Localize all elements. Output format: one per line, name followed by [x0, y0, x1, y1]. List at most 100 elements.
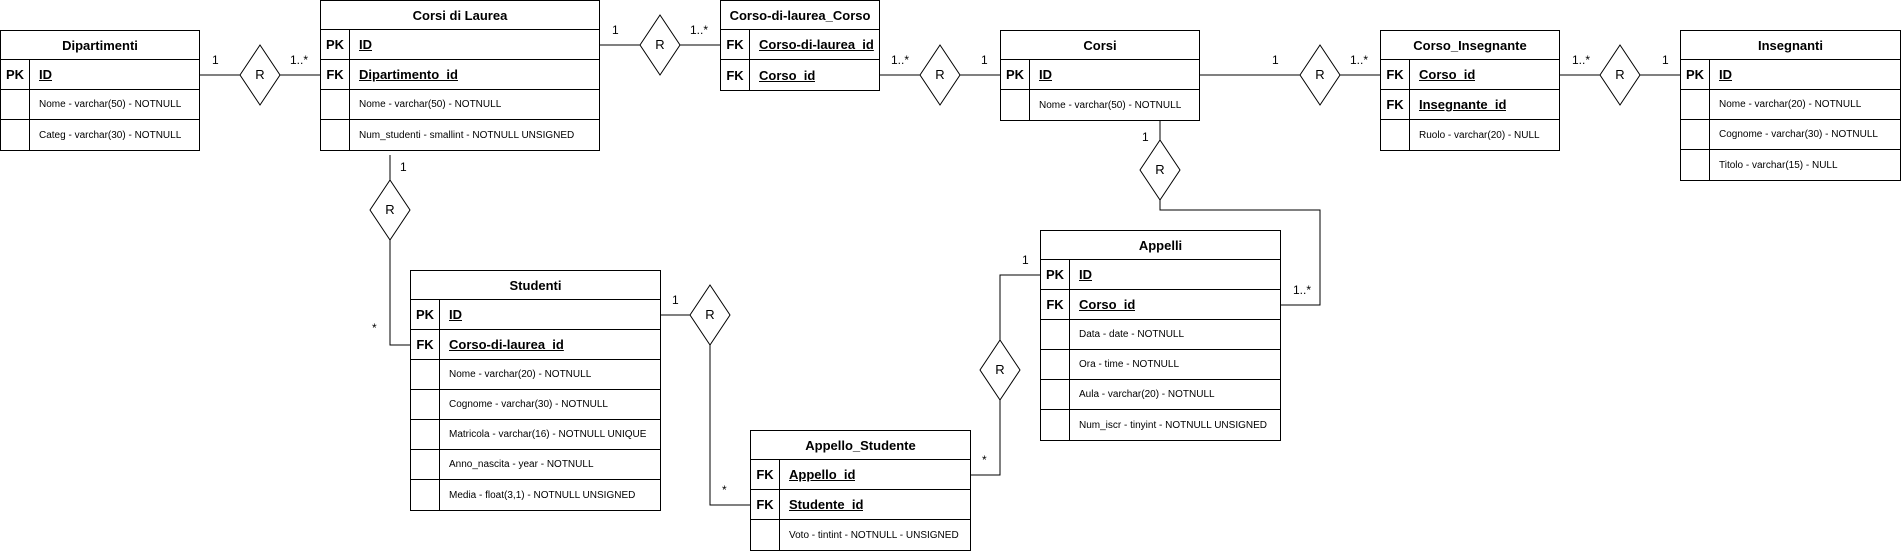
attribute-row: Cognome - varchar(30) - NOTNULL [411, 390, 660, 420]
key-field-name: Corso_id [1079, 297, 1136, 312]
key-type-cell: FK [1381, 90, 1410, 119]
cardinality-label: 1..* [1350, 53, 1369, 67]
attribute-definition: Titolo - varchar(15) - NULL [1719, 159, 1838, 171]
relationship-diamond[interactable] [1299, 44, 1341, 106]
attribute-row: Titolo - varchar(15) - NULL [1681, 150, 1900, 180]
key-field-row: PK ID [1, 60, 199, 90]
cardinality-label: 1..* [690, 23, 709, 37]
key-type-cell: FK [751, 460, 780, 489]
relationship-diamond[interactable] [1599, 44, 1641, 106]
attribute-definition: Matricola - varchar(16) - NOTNULL UNIQUE [449, 429, 647, 440]
key-type-cell [411, 480, 440, 510]
key-field-row: PK ID [321, 30, 599, 60]
attribute-definition: Num_iscr - tinyint - NOTNULL UNSIGNED [1079, 419, 1267, 431]
key-type-cell: FK [321, 60, 350, 89]
key-field-row: PK ID [411, 300, 660, 330]
key-field-name: ID [1719, 67, 1732, 82]
key-type-cell: PK [1, 60, 30, 89]
table-title: Corsi [1001, 31, 1199, 60]
attribute-row: Ora - time - NOTNULL [1041, 350, 1280, 380]
relationship-diamond[interactable] [239, 44, 281, 106]
relationship-diamond[interactable] [369, 179, 411, 241]
attribute-row: Num_studenti - smallint - NOTNULL UNSIGN… [321, 120, 599, 150]
key-field-name: Insegnante_id [1419, 97, 1507, 112]
relationship-label: R [655, 37, 665, 52]
table-title: Studenti [411, 271, 660, 300]
attribute-row: Num_iscr - tinyint - NOTNULL UNSIGNED [1041, 410, 1280, 440]
key-type-cell [1681, 150, 1710, 180]
key-field-name: Studente_id [789, 497, 864, 512]
key-field-name: Dipartimento_id [359, 67, 458, 82]
relationship-label: R [1615, 67, 1625, 82]
cardinality-label: * [722, 483, 727, 497]
key-field-name: ID [1039, 67, 1052, 82]
attribute-definition: Nome - varchar(20) - NOTNULL [1719, 99, 1862, 110]
cardinality-label: 1..* [1572, 53, 1591, 67]
relationship-diamond[interactable] [639, 14, 681, 76]
key-field-row: FK Insegnante_id [1381, 90, 1559, 120]
table-title: Corso_Insegnante [1381, 31, 1559, 60]
attribute-row: Matricola - varchar(16) - NOTNULL UNIQUE [411, 420, 660, 450]
relationship-diamond[interactable] [689, 284, 731, 346]
key-type-cell [1681, 90, 1710, 119]
relationship-label: R [1155, 162, 1165, 177]
table-title: Corso-di-laurea_Corso [721, 1, 879, 30]
key-type-cell [321, 90, 350, 119]
table-title: Appelli [1041, 231, 1280, 260]
key-type-cell [411, 450, 440, 479]
key-field-name: Corso_id [1419, 67, 1476, 82]
key-type-cell [1041, 380, 1070, 409]
key-field-name: ID [39, 67, 52, 82]
key-field-row: PK ID [1041, 260, 1280, 290]
key-type-cell [1681, 120, 1710, 149]
relationship-label: R [385, 202, 395, 217]
key-type-cell: PK [321, 30, 350, 59]
attribute-row: Nome - varchar(50) - NOTNULL [1, 90, 199, 120]
attribute-row: Media - float(3,1) - NOTNULL UNSIGNED [411, 480, 660, 510]
attribute-row: Anno_nascita - year - NOTNULL [411, 450, 660, 480]
cardinality-label: 1 [1142, 130, 1149, 144]
table-title: Appello_Studente [751, 431, 970, 460]
relationship-label: R [935, 67, 945, 82]
key-type-cell [1, 120, 30, 150]
attribute-definition: Cognome - varchar(30) - NOTNULL [1719, 129, 1878, 140]
cardinality-label: 1 [1272, 53, 1279, 67]
attribute-definition: Voto - tintint - NOTNULL - UNSIGNED [789, 529, 959, 541]
key-type-cell [411, 360, 440, 389]
key-field-name: ID [359, 37, 372, 52]
key-type-cell [411, 420, 440, 449]
key-type-cell: PK [411, 300, 440, 329]
key-field-name: ID [1079, 267, 1092, 282]
attribute-definition: Aula - varchar(20) - NOTNULL [1079, 389, 1215, 400]
relationship-diamond[interactable] [1139, 139, 1181, 201]
key-type-cell [1381, 120, 1410, 150]
key-type-cell: PK [1041, 260, 1070, 289]
attribute-definition: Nome - varchar(50) - NOTNULL [359, 99, 502, 110]
key-type-cell [411, 390, 440, 419]
connector-line [661, 314, 750, 506]
cardinality-label: 1 [1662, 53, 1669, 67]
relationship-diamond[interactable] [919, 44, 961, 106]
attribute-definition: Ora - time - NOTNULL [1079, 359, 1180, 370]
attribute-definition: Data - date - NOTNULL [1079, 329, 1185, 340]
relationship-diamond[interactable] [979, 339, 1021, 401]
key-type-cell: FK [1041, 290, 1070, 319]
attribute-definition: Media - float(3,1) - NOTNULL UNSIGNED [449, 489, 636, 501]
relationship-label: R [255, 67, 265, 82]
attribute-definition: Num_studenti - smallint - NOTNULL UNSIGN… [359, 129, 575, 141]
key-field-name: Corso-di-laurea_id [449, 337, 564, 352]
key-type-cell: FK [751, 490, 780, 519]
key-field-name: ID [449, 307, 462, 322]
